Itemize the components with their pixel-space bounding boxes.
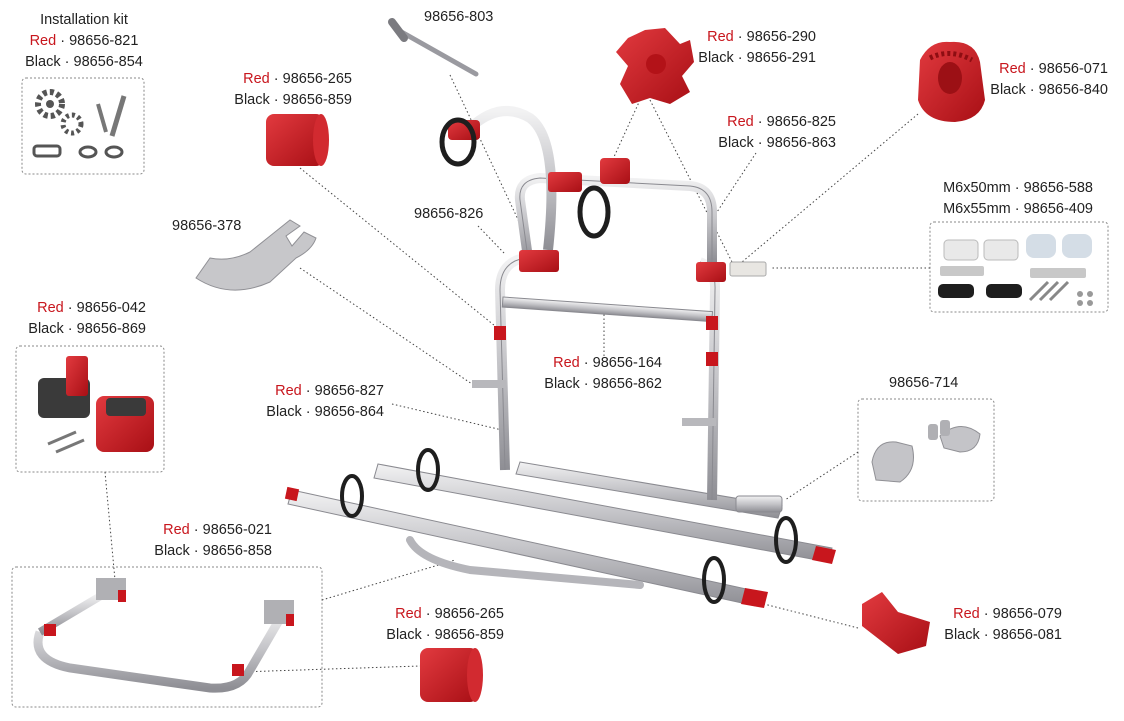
label-end-caps: 98656-714: [889, 373, 958, 394]
holder-part: [195, 219, 317, 291]
knob-right-black-code: 98656-840: [1038, 82, 1108, 98]
knob-right-part: [918, 41, 985, 122]
upright-red-code: 98656-827: [314, 383, 384, 399]
rail-end-part: [862, 592, 930, 654]
label-knob-top: Red · 98656-290 Black · 98656-291: [698, 29, 816, 66]
knob-top-red-code: 98656-290: [746, 29, 816, 45]
rail-end-red-code: 98656-079: [992, 606, 1062, 622]
lower-bow-bar: [406, 536, 644, 589]
crossbar-red-code: 98656-164: [592, 355, 662, 371]
screw-a-size: M6x50mm: [943, 180, 1011, 196]
bike-carrier-assembly: [284, 106, 836, 608]
label-bolt: 98656-803: [424, 7, 493, 28]
clamp-left-box: [15, 345, 165, 473]
label-rail-end: Red · 98656-079 Black · 98656-081: [944, 606, 1062, 643]
knob-top-part: [616, 28, 694, 104]
bottom-frame-part: [33, 578, 294, 693]
label-holder: 98656-378: [172, 216, 241, 237]
label-frame-code: 98656-826: [414, 204, 483, 225]
label-bottom-frame: Red · 98656-021 Black · 98656-858: [154, 522, 272, 559]
bolt-part: [388, 18, 479, 77]
cap-bottom-black-code: 98656-859: [434, 627, 504, 643]
screws-box: [929, 221, 1109, 313]
label-cap-bottom: Red · 98656-265 Black · 98656-859: [386, 606, 504, 643]
clamp-upper-black-code: 98656-863: [766, 135, 836, 151]
label-crossbar: Red · 98656-164 Black · 98656-862: [544, 355, 662, 392]
clamp-upper-red-code: 98656-825: [766, 114, 836, 130]
installation-kit-title: Installation kit: [40, 12, 128, 28]
crossbar-black-code: 98656-862: [592, 376, 662, 392]
screw-a-code: 98656-588: [1023, 180, 1093, 196]
curved-arm: [466, 106, 557, 251]
bottom-frame-box: [11, 566, 323, 708]
label-upright: Red · 98656-827 Black · 98656-864: [266, 383, 384, 420]
rail-end-black-code: 98656-081: [992, 627, 1062, 643]
cap-top-red-code: 98656-265: [282, 71, 352, 87]
installation-kit-black-code: 98656-854: [73, 54, 143, 70]
clamp-left-red-code: 98656-042: [76, 300, 146, 316]
rail-front: [284, 486, 768, 608]
end-caps-code: 98656-714: [889, 375, 959, 391]
cap-top-part: [266, 114, 329, 166]
bolt-code: 98656-803: [424, 9, 494, 25]
clamp-left-parts: [38, 356, 154, 454]
screws-parts: [938, 234, 1093, 306]
rail-rear: [373, 463, 836, 564]
upright-black-code: 98656-864: [314, 404, 384, 420]
cap-bottom-part: [420, 648, 483, 702]
installation-kit-red-code: 98656-821: [69, 33, 139, 49]
cap-top-black-code: 98656-859: [282, 92, 352, 108]
end-caps-parts: [871, 420, 981, 483]
screw-b-code: 98656-409: [1023, 201, 1093, 217]
bottom-frame-black-code: 98656-858: [202, 543, 272, 559]
bottom-frame-red-code: 98656-021: [202, 522, 272, 538]
label-clamp-left: Red · 98656-042 Black · 98656-869: [28, 300, 146, 337]
label-cap-top: Red · 98656-265 Black · 98656-859: [234, 71, 352, 108]
screw-b-size: M6x55mm: [943, 201, 1011, 217]
clamp-left-black-code: 98656-869: [76, 321, 146, 337]
label-installation-kit: Installation kit Red · 98656-821 Black ·…: [25, 12, 143, 70]
cap-bottom-red-code: 98656-265: [434, 606, 504, 622]
rail-middle: [515, 461, 783, 519]
installation-kit-box: [21, 77, 145, 175]
knob-right-red-code: 98656-071: [1038, 61, 1108, 77]
label-screws: M6x50mm · 98656-588 M6x55mm · 98656-409: [943, 180, 1093, 217]
leader-lines: [104, 74, 930, 673]
knob-top-black-code: 98656-291: [746, 50, 816, 66]
end-caps-box: [857, 398, 995, 502]
holder-code: 98656-378: [172, 218, 242, 234]
crossbar-tube: [501, 296, 714, 323]
frame-code: 98656-826: [414, 206, 484, 222]
label-clamp-upper: Red · 98656-825 Black · 98656-863: [718, 114, 836, 151]
installation-kit-parts: [32, 89, 127, 159]
label-knob-right: Red · 98656-071 Black · 98656-840: [990, 61, 1108, 98]
